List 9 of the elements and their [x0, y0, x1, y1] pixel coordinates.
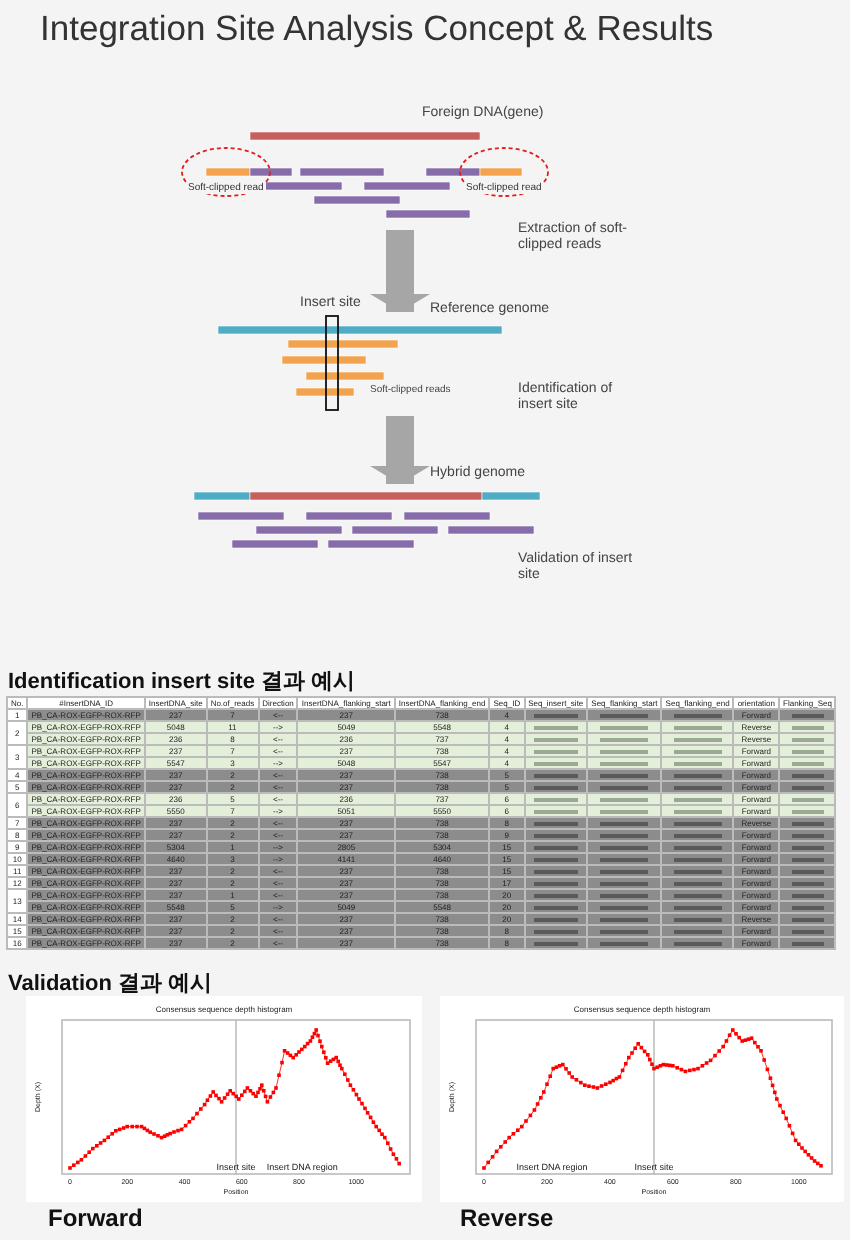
section-heading: Validation 결과 예시: [8, 970, 213, 998]
section-heading: Identification insert site 결과 예시: [8, 668, 356, 696]
dashed-callout-circle: [458, 146, 550, 198]
dashed-callout-circle: [180, 146, 272, 198]
block-arrow: [370, 416, 430, 484]
block-arrow: [370, 230, 430, 312]
chart-caption: Reverse: [460, 1204, 554, 1232]
page-title: Integration Site Analysis Concept & Results: [40, 8, 714, 50]
chart-caption: Forward: [48, 1204, 143, 1232]
